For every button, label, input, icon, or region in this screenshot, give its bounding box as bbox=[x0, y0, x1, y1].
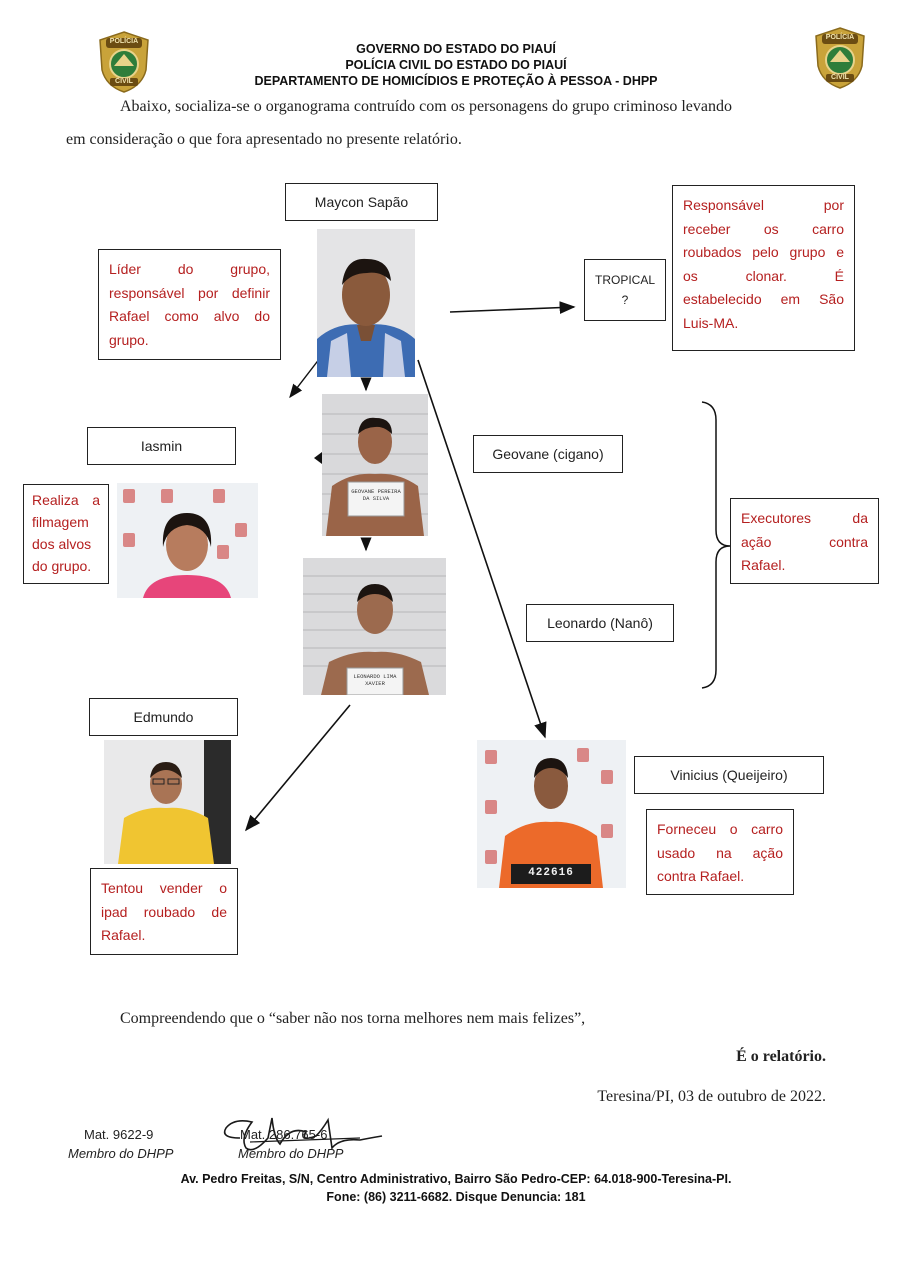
closing-date: Teresina/PI, 03 de outubro de 2022. bbox=[597, 1088, 826, 1106]
photo-maycon bbox=[317, 229, 415, 377]
note-tropical: Responsável por receber os carro roubado… bbox=[672, 185, 855, 351]
placard-leonardo: LEONARDO LIMA XAVIER bbox=[347, 673, 403, 687]
note-line: Rafael. bbox=[101, 924, 227, 948]
note-maycon: Líder do grupo, responsável por definir … bbox=[98, 249, 281, 360]
placard-line: XAVIER bbox=[347, 680, 403, 687]
note-line: os clonar. É bbox=[683, 265, 844, 289]
note-line: Rafael. bbox=[741, 554, 868, 578]
person-photo-icon bbox=[317, 229, 415, 377]
placard-line: DA SILVA bbox=[348, 495, 404, 502]
note-line: Luis-MA. bbox=[683, 312, 844, 336]
note-line: Forneceu o carro bbox=[657, 818, 783, 842]
note-iasmin: Realiza a filmagem dos alvos do grupo. bbox=[23, 484, 109, 584]
executores-bracket bbox=[702, 402, 730, 688]
note-edmundo: Tentou vender o ipad roubado de Rafael. bbox=[90, 868, 238, 955]
person-photo-icon bbox=[117, 483, 258, 598]
note-line: ipad roubado de bbox=[101, 901, 227, 925]
closing-quote: Compreendendo que o “saber não nos torna… bbox=[120, 1010, 585, 1028]
arrow-maycon-to-tropical bbox=[450, 307, 574, 312]
note-line: Rafael como alvo do bbox=[109, 305, 270, 329]
person-photo-icon bbox=[104, 740, 231, 864]
name-box-geovane: Geovane (cigano) bbox=[473, 435, 623, 473]
photo-edmundo bbox=[104, 740, 231, 864]
photo-geovane: GEOVANE PEREIRA DA SILVA bbox=[322, 394, 428, 536]
arrow-maycon-to-iasmin bbox=[290, 358, 320, 397]
name-box-iasmin: Iasmin bbox=[87, 427, 236, 465]
note-line: responsável por definir bbox=[109, 282, 270, 306]
placard-vinicius: 422616 bbox=[511, 867, 591, 879]
person-photo-icon bbox=[322, 394, 428, 536]
note-vinicius: Forneceu o carro usado na ação contra Ra… bbox=[646, 809, 794, 895]
name-box-edmundo: Edmundo bbox=[89, 698, 238, 736]
note-line: ação contra bbox=[741, 531, 868, 555]
footer-phone: Fone: (86) 3211-6682. Disque Denuncia: 1… bbox=[0, 1190, 912, 1204]
placard-line: LEONARDO LIMA bbox=[347, 673, 403, 680]
note-line: Executores da bbox=[741, 507, 868, 531]
arrow-leonardo-to-edmundo bbox=[246, 705, 350, 830]
note-line: estabelecido em São bbox=[683, 288, 844, 312]
photo-iasmin bbox=[117, 483, 258, 598]
signature-role-1: Membro do DHPP bbox=[68, 1146, 173, 1161]
name-box-vinicius: Vinicius (Queijeiro) bbox=[634, 756, 824, 794]
tropical-unknown: ? bbox=[622, 290, 629, 310]
note-executores: Executores da ação contra Rafael. bbox=[730, 498, 879, 584]
note-line: roubados pelo grupo e bbox=[683, 241, 844, 265]
small-arrowhead bbox=[314, 452, 322, 464]
photo-vinicius: 422616 bbox=[477, 740, 626, 888]
note-line: receber os carro bbox=[683, 218, 844, 242]
note-line: Líder do grupo, bbox=[109, 258, 270, 282]
note-line: contra Rafael. bbox=[657, 865, 783, 889]
note-line: grupo. bbox=[109, 329, 270, 353]
note-line: do grupo. bbox=[32, 555, 100, 577]
note-line: usado na ação bbox=[657, 842, 783, 866]
note-line: filmagem bbox=[32, 511, 100, 533]
note-line: dos alvos bbox=[32, 533, 100, 555]
footer-address: Av. Pedro Freitas, S/N, Centro Administr… bbox=[0, 1172, 912, 1186]
handwritten-signature-icon bbox=[210, 1108, 390, 1168]
note-line: Realiza a bbox=[32, 489, 100, 511]
closing-report: É o relatório. bbox=[736, 1048, 826, 1066]
placard-line: GEOVANE PEREIRA bbox=[348, 488, 404, 495]
placard-geovane: GEOVANE PEREIRA DA SILVA bbox=[348, 488, 404, 502]
name-box-leonardo: Leonardo (Nanô) bbox=[526, 604, 674, 642]
tropical-name: TROPICAL bbox=[595, 270, 655, 290]
person-photo-icon bbox=[477, 740, 626, 888]
photo-leonardo: LEONARDO LIMA XAVIER bbox=[303, 558, 446, 695]
name-box-tropical: TROPICAL ? bbox=[584, 259, 666, 321]
name-box-maycon: Maycon Sapão bbox=[285, 183, 438, 221]
note-line: Tentou vender o bbox=[101, 877, 227, 901]
signature-mat-1: Mat. 9622-9 bbox=[84, 1127, 153, 1142]
note-line: Responsável por bbox=[683, 194, 844, 218]
